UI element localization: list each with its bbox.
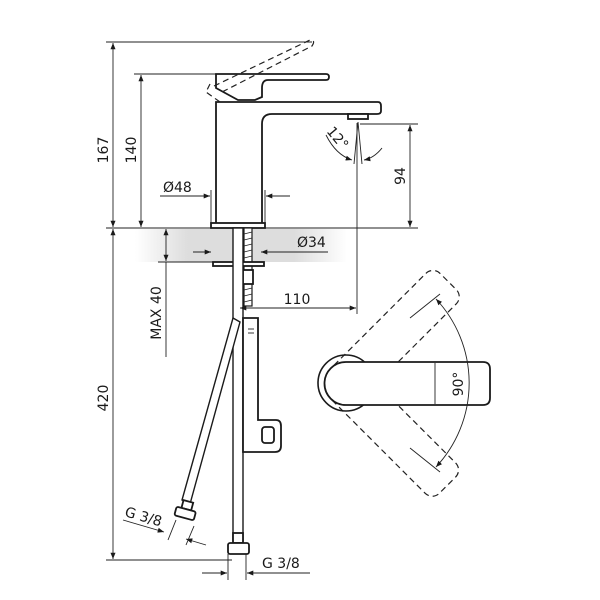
dim-label-140: 140 — [124, 137, 140, 164]
dim-label-420: 420 — [96, 385, 112, 412]
dim-label-12-deg: 12° — [323, 124, 351, 153]
lever-raised-dashed-2 — [205, 83, 221, 103]
dim-g38-bottom — [202, 554, 310, 580]
faucet-body — [215, 101, 382, 225]
hose-connector-left — [173, 499, 197, 521]
dim-g38-left — [122, 519, 207, 546]
spray-angle-cone — [325, 121, 383, 165]
vertical-hose — [232, 227, 244, 541]
dim-label-90-deg: 90° — [451, 372, 467, 397]
nut — [242, 269, 254, 285]
popup-rod-bracket — [242, 317, 282, 453]
dim-label-94: 94 — [393, 167, 409, 185]
top-view — [317, 269, 491, 497]
lever-top-view — [323, 361, 491, 406]
thread-marks — [243, 231, 253, 303]
rotation-arc-90 — [435, 298, 470, 468]
base-flange — [210, 222, 266, 229]
dim-label-max40: MAX 40 — [149, 286, 165, 340]
dim-label-d34: Ø34 — [297, 235, 326, 251]
dim-label-167: 167 — [96, 137, 112, 164]
dim-label-d48: Ø48 — [163, 180, 192, 196]
dim-label-110: 110 — [284, 292, 311, 308]
popup-rod-clip — [261, 426, 275, 444]
angled-hose — [181, 316, 241, 506]
dim-label-g38-bottom: G 3/8 — [262, 556, 300, 572]
popup-rod-marks — [248, 328, 254, 334]
lever-raised-dashed — [213, 39, 315, 93]
hose-connector-bottom — [227, 532, 250, 555]
aerator — [347, 113, 369, 120]
